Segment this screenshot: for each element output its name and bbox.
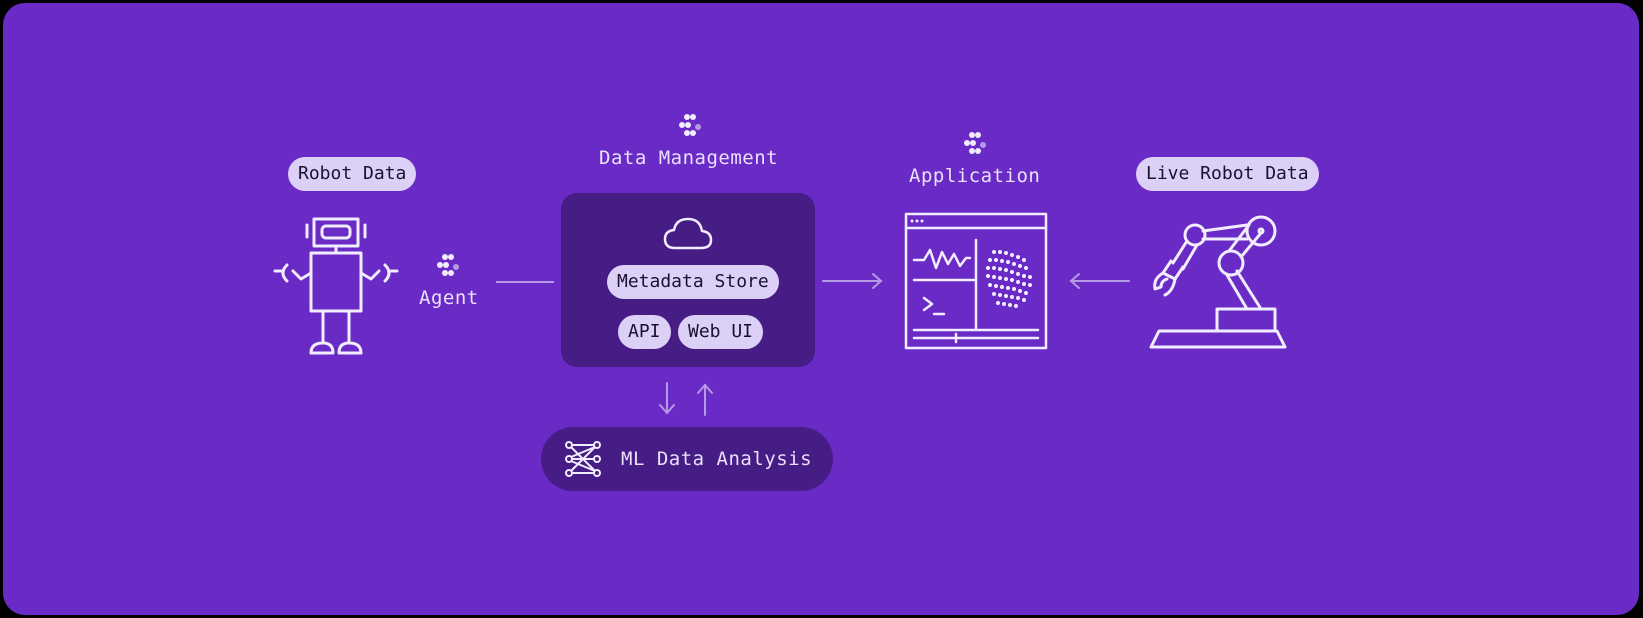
robot-icon	[273, 217, 399, 355]
agent-connector-line	[496, 281, 554, 283]
application-logo-icon	[964, 132, 986, 154]
robot-arm-icon	[1149, 215, 1287, 349]
sync-arrows	[659, 382, 713, 416]
arrow-right	[822, 273, 883, 289]
ml-data-analysis-box: ML Data Analysis	[541, 427, 833, 491]
agent-logo-icon	[437, 254, 459, 276]
agent-label: Agent	[419, 287, 479, 309]
data-management-label: Data Management	[599, 147, 779, 169]
cloud-icon	[663, 217, 713, 250]
diagram-canvas: Robot Data Agent	[3, 3, 1639, 615]
api-pill: API	[618, 315, 671, 349]
data-management-logo-icon	[679, 114, 701, 136]
arrow-left	[1069, 273, 1130, 289]
network-icon	[565, 441, 601, 477]
live-robot-data-badge: Live Robot Data	[1136, 157, 1319, 191]
web-ui-pill: Web UI	[678, 315, 764, 349]
app-window-icon	[904, 212, 1048, 350]
robot-data-badge: Robot Data	[288, 157, 417, 191]
data-management-panel: Metadata Store API Web UI	[561, 193, 815, 367]
application-label: Application	[909, 165, 1041, 187]
ml-data-analysis-label: ML Data Analysis	[621, 448, 813, 470]
metadata-store-pill: Metadata Store	[607, 265, 779, 299]
